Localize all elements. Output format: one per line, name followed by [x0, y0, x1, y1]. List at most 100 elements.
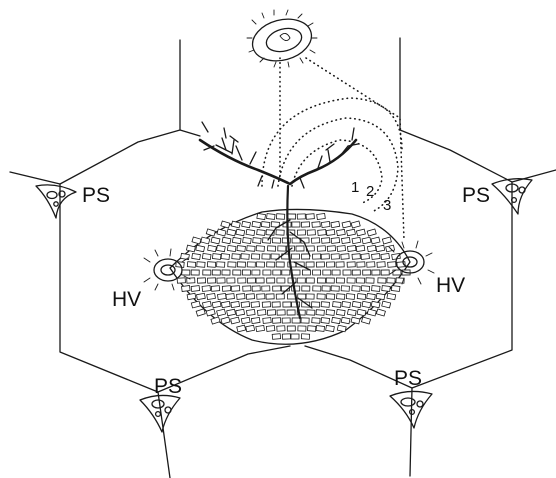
hepatocyte-cell [246, 229, 255, 235]
hepatocyte-cell [276, 262, 284, 267]
hepatocyte-cell [256, 325, 265, 331]
hepatocyte-cell [231, 317, 240, 324]
hepatocyte-cell [273, 270, 281, 275]
hepatocyte-cell [362, 237, 371, 244]
hepatocyte-cell [322, 286, 330, 291]
hepatocyte-cell [187, 293, 196, 299]
hepatocyte-cell [202, 286, 210, 292]
hepatocyte-cell [267, 310, 275, 316]
hepatocyte-cell [241, 302, 250, 308]
hepatocyte-cell [336, 278, 344, 283]
hepatocyte-cell [318, 230, 326, 236]
hepatocyte-cell [276, 230, 284, 235]
hepatocyte-cell [227, 278, 235, 283]
hepatocyte-cell [367, 262, 375, 268]
hepatocyte-cell [306, 294, 314, 299]
hepatocyte-cell [347, 278, 355, 283]
hepatocyte-cell [207, 278, 215, 283]
label-hepatic-vein-left: HV [112, 288, 141, 311]
hepatocyte-cell [242, 270, 250, 275]
hepatocyte-plates [170, 209, 410, 344]
hepatocyte-cell [237, 246, 246, 252]
hepatocyte-cell [207, 293, 216, 299]
hepatocyte-cell [367, 229, 376, 236]
hepatocyte-cell [196, 245, 205, 252]
hepatocyte-cell [231, 221, 240, 228]
hepatocyte-cell [351, 317, 360, 324]
hepatocyte-cell [243, 237, 252, 243]
hepatocyte-cell [291, 254, 299, 259]
label-portal-space-upper-right: PS [462, 184, 490, 207]
hepatocyte-cell [247, 246, 255, 252]
hepatocyte-cell [316, 262, 324, 267]
hepatocyte-cell [251, 317, 260, 323]
hepatocyte-cell [272, 302, 280, 307]
hepatocyte-cell [208, 245, 217, 251]
hepatocyte-cell [206, 309, 215, 316]
hepatocyte-cell [313, 286, 321, 291]
hepatocyte-cell [276, 294, 284, 299]
hepatocyte-cell [202, 253, 211, 259]
hepatocyte-cell [243, 286, 251, 291]
hepatocyte-cell [192, 237, 201, 244]
hepatocyte-cell [241, 254, 249, 260]
hepatocyte-cell [266, 294, 274, 299]
hepatocyte-cell [238, 278, 246, 283]
hepatocyte-cell [302, 286, 310, 291]
hepatocyte-cell [292, 318, 300, 323]
hepatocyte-cell [256, 262, 264, 267]
hepatocyte-cell [376, 293, 385, 299]
hepatocyte-cell [352, 286, 360, 292]
hepatocyte-cell [381, 270, 389, 275]
hepatocyte-cell [311, 238, 319, 243]
hepatocyte-cell [266, 326, 274, 332]
hepatocyte-cell [376, 309, 385, 316]
hepatocyte-cell [341, 286, 349, 291]
hepatocyte-cell [376, 245, 385, 251]
hepatocyte-cell [357, 262, 365, 267]
hepatocyte-cell [187, 278, 195, 283]
hepatocyte-cell [277, 326, 285, 331]
hepatocyte-cell [237, 325, 246, 332]
hepatocyte-cell [232, 254, 240, 260]
hepatocyte-cell [273, 286, 281, 291]
hepatocyte-cell [181, 253, 190, 259]
label-zone-3: 3 [383, 197, 391, 214]
hepatocyte-cell [332, 317, 341, 323]
hepatocyte-cell [277, 310, 285, 315]
hepatocyte-cell [263, 318, 271, 324]
hepatocyte-cell [231, 301, 240, 307]
hepatocyte-cell [327, 262, 335, 267]
hepatocyte-cell [237, 262, 245, 267]
hepatocyte-cell [321, 238, 329, 244]
hepatocyte-cell [217, 229, 226, 236]
hepatocyte-cell [331, 254, 339, 260]
hepatocyte-cell [207, 262, 215, 268]
hepatocyte-cell [341, 254, 349, 260]
hepatocyte-cell [221, 317, 230, 324]
hepatocyte-cell [227, 309, 236, 316]
hepatocyte-cell [313, 254, 321, 259]
hepatocyte-cell [196, 309, 205, 316]
hepatocyte-cell [352, 270, 360, 275]
hepatocyte-cell [222, 286, 230, 292]
boundary-upper-right [400, 38, 556, 182]
hepatocyte-cell [378, 278, 386, 283]
hepatocyte-cell [261, 222, 270, 228]
hepatocyte-cell [347, 309, 356, 315]
hepatocyte-cell [297, 278, 305, 283]
hepatocyte-cell [227, 229, 236, 236]
hepatocyte-cell [337, 246, 345, 252]
hepatocyte-cell [377, 262, 385, 268]
hepatocyte-cell [222, 270, 230, 275]
hepatocyte-cell [367, 245, 376, 251]
hepatocyte-cell [312, 222, 320, 228]
hepatocyte-cell [326, 325, 335, 331]
hepatocyte-cell [211, 317, 220, 324]
hepatocyte-cell [372, 286, 380, 292]
hepatocyte-cell [212, 301, 221, 307]
hepatocyte-cell [347, 262, 355, 267]
hepatocyte-cell [276, 214, 284, 220]
hepatocyte-cell [356, 229, 365, 236]
label-zone-1: 1 [351, 179, 359, 196]
